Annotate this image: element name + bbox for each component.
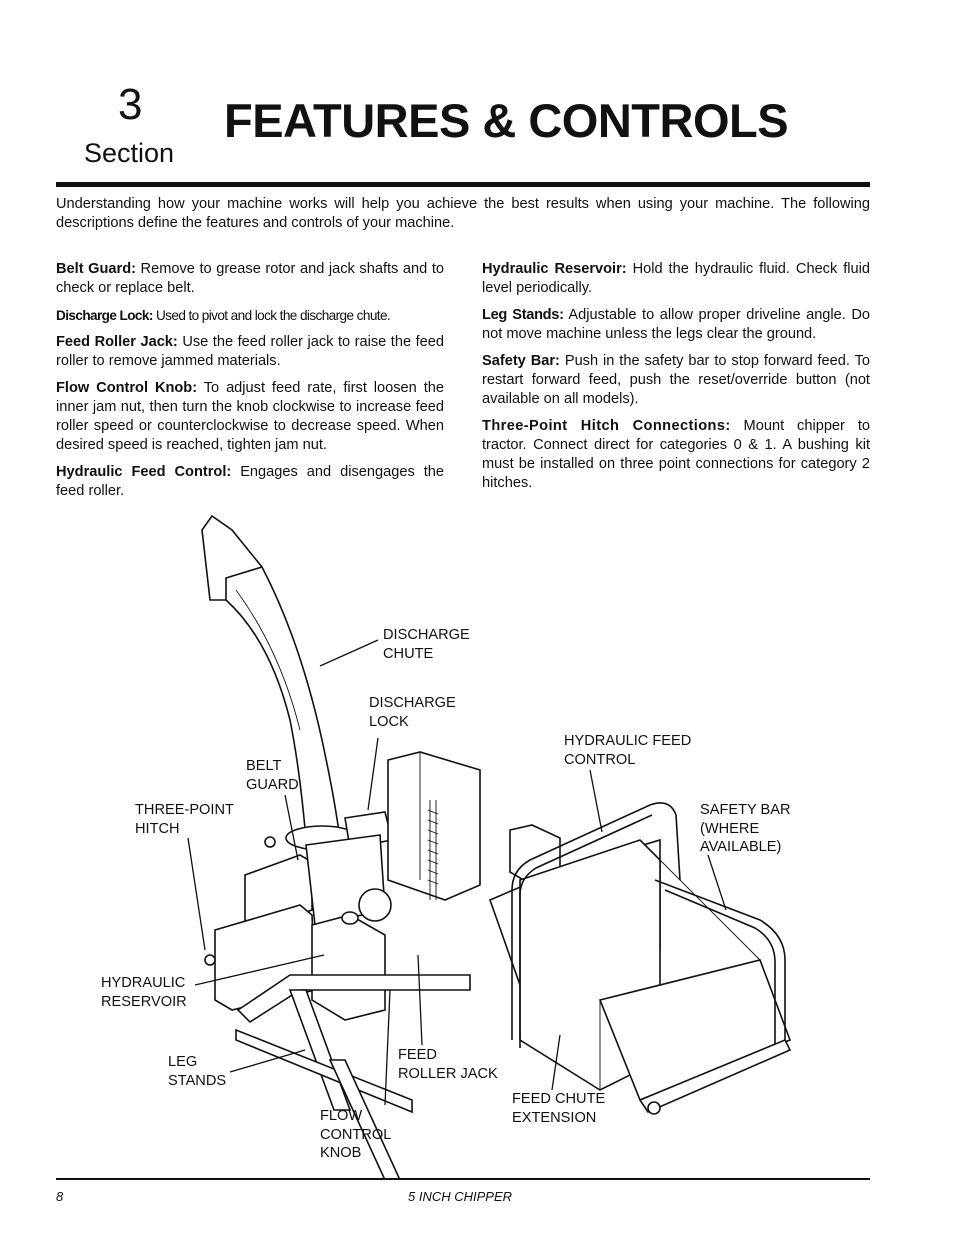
chipper-diagram (187, 514, 792, 1180)
label-line: CONTROL (564, 751, 636, 768)
description: To adjust feed rate, first loosen the in… (56, 380, 444, 453)
label-line: GUARD (246, 776, 299, 793)
page-title: FEATURES & CONTROLS (224, 94, 789, 147)
label-belt-guard: BELT GUARD (246, 757, 299, 794)
term: Three-Point Hitch Connections: (482, 418, 731, 434)
label-line: HITCH (135, 820, 180, 837)
definition-safety-bar: Safety Bar: Push in the safety bar to st… (482, 352, 870, 409)
header-rule (56, 182, 870, 187)
definition-three-point-hitch: Three-Point Hitch Connections: Mount chi… (482, 417, 870, 493)
label-three-point-hitch: THREE-POINT HITCH (135, 801, 234, 838)
term: Hydraulic Reservoir: (482, 261, 627, 277)
label-line: FEED (398, 1047, 437, 1063)
label-line: LEG (168, 1054, 198, 1070)
label-feed-chute-extension: FEED CHUTE EXTENSION (512, 1090, 605, 1127)
label-line: CONTROL (320, 1126, 392, 1143)
intro-paragraph: Understanding how your machine works wil… (56, 196, 870, 231)
label-safety-bar: SAFETY BAR (WHERE AVAILABLE) (700, 801, 791, 857)
term: Flow Control Knob: (56, 380, 198, 396)
definition-discharge-lock: Discharge Lock: Used to pivot and lock t… (56, 306, 444, 325)
label-hydraulic-feed-control: HYDRAULIC FEED CONTROL (564, 732, 691, 769)
label-line: LOCK (369, 713, 409, 730)
definition-belt-guard: Belt Guard: Remove to grease rotor and j… (56, 260, 444, 298)
definition-leg-stands: Leg Stands: Adjustable to allow proper d… (482, 306, 870, 344)
description: Use the feed roller jack to raise the fe… (56, 334, 444, 369)
label-line: KNOB (320, 1145, 362, 1161)
description: Used to pivot and lock the discharge chu… (152, 308, 391, 323)
label-line: HYDRAULIC FEED (564, 733, 692, 749)
label-line: FLOW (320, 1108, 363, 1124)
label-line: EXTENSION (512, 1109, 597, 1126)
term: Belt Guard: (56, 261, 136, 277)
label-line: DISCHARGE (383, 627, 470, 643)
description: Adjustable to allow proper driveline ang… (482, 307, 871, 342)
label-line: CHUTE (383, 645, 434, 662)
label-line: STANDS (168, 1072, 227, 1089)
label-discharge-lock: DISCHARGE LOCK (369, 694, 456, 731)
description: Mount chipper to tractor. Connect direct… (482, 418, 870, 491)
term: Discharge Lock: (56, 308, 153, 323)
label-line: HYDRAULIC (101, 975, 186, 991)
definition-hydraulic-reservoir: Hydraulic Reservoir: Hold the hydraulic … (482, 260, 870, 298)
right-column: Hydraulic Reservoir: Hold the hydraulic … (482, 260, 870, 501)
label-flow-control-knob: FLOW CONTROL KNOB (320, 1107, 391, 1163)
section-label: Section (84, 138, 175, 168)
label-line: RESERVOIR (101, 993, 187, 1010)
term: Hydraulic Feed Control: (56, 464, 232, 480)
description: Remove to grease rotor and jack shafts a… (56, 261, 445, 296)
definition-flow-control-knob: Flow Control Knob: To adjust feed rate, … (56, 379, 444, 455)
term: Safety Bar: (482, 353, 560, 369)
footer-title: 5 INCH CHIPPER (408, 1189, 513, 1204)
label-discharge-chute: DISCHARGE CHUTE (383, 626, 470, 663)
term: Feed Roller Jack: (56, 334, 178, 350)
footer-rule (56, 1178, 870, 1180)
label-line: BELT (246, 758, 282, 774)
label-line: AVAILABLE) (700, 839, 782, 855)
description: Push in the safety bar to stop forward f… (482, 353, 870, 407)
section-number: 3 (118, 80, 143, 129)
label-leg-stands: LEG STANDS (168, 1053, 226, 1090)
definition-feed-roller-jack: Feed Roller Jack: Use the feed roller ja… (56, 333, 444, 371)
label-line: DISCHARGE (369, 695, 456, 711)
label-line: THREE-POINT (135, 802, 234, 818)
label-line: ROLLER JACK (398, 1065, 498, 1082)
description: Engages and disengages the feed roller. (56, 464, 444, 499)
label-line: SAFETY BAR (700, 802, 791, 818)
label-line: FEED CHUTE (512, 1091, 606, 1107)
term: Leg Stands: (482, 307, 564, 323)
left-column: Belt Guard: Remove to grease rotor and j… (56, 260, 444, 509)
label-hydraulic-reservoir: HYDRAULIC RESERVOIR (101, 974, 187, 1011)
label-feed-roller-jack: FEED ROLLER JACK (398, 1046, 498, 1083)
description: Hold the hydraulic fluid. Check fluid le… (482, 261, 870, 296)
page-number: 8 (56, 1189, 64, 1204)
label-line: (WHERE (700, 820, 760, 837)
definition-hydraulic-feed-control: Hydraulic Feed Control: Engages and dise… (56, 463, 444, 501)
